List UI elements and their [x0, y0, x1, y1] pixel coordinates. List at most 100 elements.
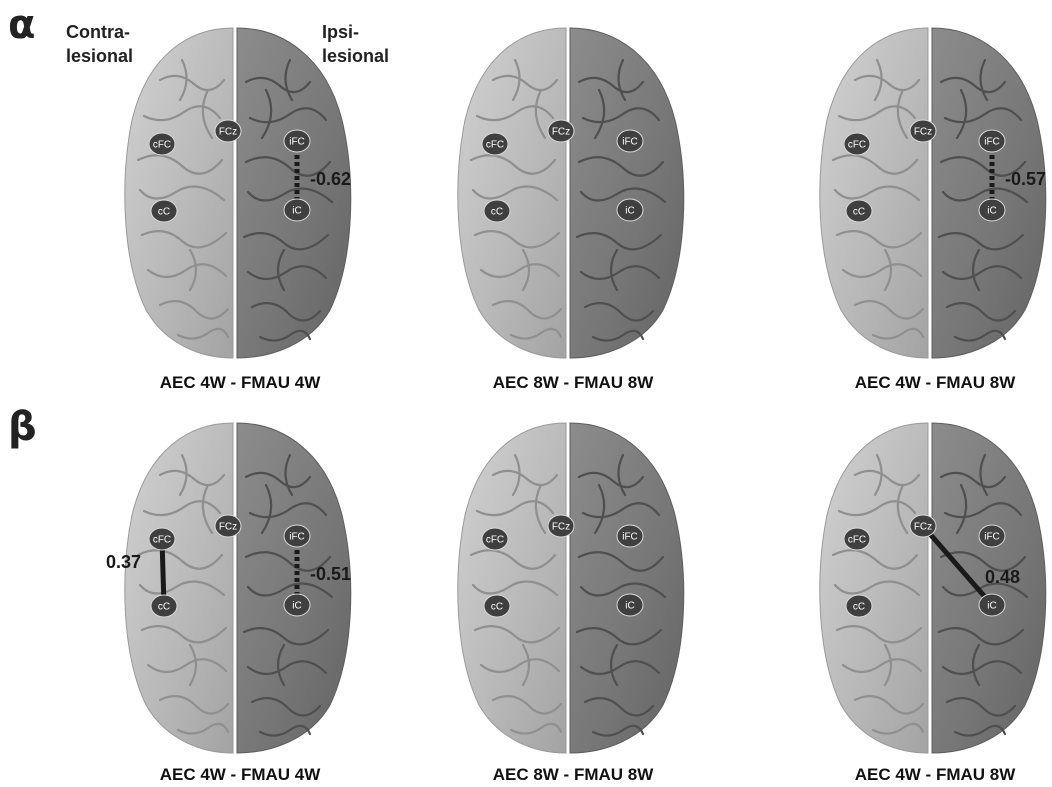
right-hemisphere: [932, 423, 1046, 753]
right-hemisphere: [237, 28, 351, 358]
contralesional-label-line1: Contra-: [66, 22, 130, 42]
contralesional-label-line2: lesional: [66, 46, 133, 66]
electrode-label: cC: [158, 602, 170, 613]
electrode-node-FCz: FCz: [910, 515, 936, 537]
electrode-label: FCz: [914, 522, 932, 533]
right-hemisphere: [570, 28, 684, 358]
electrode-label: FCz: [219, 127, 237, 138]
electrode-node-iC: iC: [284, 199, 310, 221]
electrode-label: cFC: [848, 140, 866, 151]
electrode-label: FCz: [219, 522, 237, 533]
electrode-label: iC: [987, 601, 996, 612]
brain-panel-beta-aec8w-fmau8w: cFC FCz iFC cC iC AEC 8W - FMAU 8W: [458, 423, 684, 784]
electrode-node-cFC: cFC: [149, 528, 175, 550]
brain-panel-alpha-aec4w-fmau8w: -0.57 cFC FCz iFC cC iC AEC 4W - FMAU 8W: [820, 28, 1046, 392]
electrode-label: iFC: [622, 532, 638, 543]
electrode-label: iC: [625, 601, 634, 612]
electrode-label: iFC: [622, 137, 638, 148]
electrode-label: iC: [625, 206, 634, 217]
electrode-label: cFC: [153, 140, 171, 151]
electrode-label: iFC: [289, 137, 305, 148]
electrode-label: FCz: [552, 522, 570, 533]
left-hemisphere: [820, 28, 928, 358]
electrode-node-cFC: cFC: [482, 133, 508, 155]
electrode-label: iC: [292, 601, 301, 612]
electrode-node-cC: cC: [151, 595, 177, 617]
brain-top-view: [820, 423, 1046, 753]
brain-panel-alpha-aec4w-fmau4w: -0.62 cFC FCz iFC cC iC AEC 4W - FMAU 4W: [125, 28, 351, 392]
electrode-label: cFC: [153, 535, 171, 546]
electrode-node-cFC: cFC: [482, 528, 508, 550]
electrode-node-cC: cC: [484, 200, 510, 222]
electrode-node-iC: iC: [617, 199, 643, 221]
left-hemisphere: [458, 423, 566, 753]
edge-weight-label: -0.51: [310, 564, 351, 584]
electrode-node-FCz: FCz: [215, 515, 241, 537]
edge-weight-label: -0.62: [310, 169, 351, 189]
edge-weight-label: -0.57: [1005, 169, 1046, 189]
brain-panel-beta-aec4w-fmau4w: 0.37 -0.51 cFC FCz iFC cC iC AEC 4W - FMAU 4W: [106, 423, 351, 784]
electrode-label: iC: [987, 206, 996, 217]
brain-top-view: [458, 423, 684, 753]
electrode-node-cC: cC: [484, 595, 510, 617]
electrode-node-FCz: FCz: [548, 515, 574, 537]
electrode-node-iFC: iFC: [617, 130, 643, 152]
electrode-label: cC: [853, 602, 865, 613]
right-hemisphere: [932, 28, 1046, 358]
electrode-node-iFC: iFC: [617, 525, 643, 547]
electrode-node-cFC: cFC: [149, 133, 175, 155]
left-hemisphere: [125, 423, 233, 753]
electrode-node-iC: iC: [979, 594, 1005, 616]
panel-caption: AEC 4W - FMAU 4W: [160, 373, 322, 392]
edge-weight-label: 0.37: [106, 552, 141, 572]
right-hemisphere: [237, 423, 351, 753]
electrode-label: cC: [158, 207, 170, 218]
electrode-node-cC: cC: [151, 200, 177, 222]
electrode-node-iFC: iFC: [284, 130, 310, 152]
brain-panel-beta-aec4w-fmau8w: 0.48 cFC FCz iFC cC iC AEC 4W - FMAU 8W: [820, 423, 1046, 784]
electrode-label: iFC: [984, 137, 1000, 148]
electrode-label: iFC: [984, 532, 1000, 543]
electrode-label: iC: [292, 206, 301, 217]
brain-top-view: [125, 28, 351, 358]
ipsilesional-label-line1: Ipsi-: [322, 22, 359, 42]
brain-panel-alpha-aec8w-fmau8w: cFC FCz iFC cC iC AEC 8W - FMAU 8W: [458, 28, 684, 392]
electrode-node-iFC: iFC: [979, 130, 1005, 152]
panel-caption: AEC 4W - FMAU 4W: [160, 765, 322, 784]
panel-caption: AEC 8W - FMAU 8W: [493, 765, 655, 784]
electrode-node-FCz: FCz: [548, 120, 574, 142]
electrode-label: cFC: [486, 140, 504, 151]
brain-top-view: [820, 28, 1046, 358]
electrode-node-iFC: iFC: [284, 525, 310, 547]
electrode-node-cC: cC: [846, 595, 872, 617]
panel-caption: AEC 4W - FMAU 8W: [855, 373, 1017, 392]
brain-top-view: [125, 423, 351, 753]
electrode-label: cC: [491, 207, 503, 218]
beta-band-label: β: [8, 404, 37, 450]
electrode-node-cC: cC: [846, 200, 872, 222]
edge-weight-label: 0.48: [985, 567, 1020, 587]
electrode-node-cFC: cFC: [844, 133, 870, 155]
panel-caption: AEC 4W - FMAU 8W: [855, 765, 1017, 784]
right-hemisphere: [570, 423, 684, 753]
electrode-label: cC: [491, 602, 503, 613]
electrode-node-cFC: cFC: [844, 528, 870, 550]
electrode-label: iFC: [289, 532, 305, 543]
electrode-label: FCz: [552, 127, 570, 138]
panel-caption: AEC 8W - FMAU 8W: [493, 373, 655, 392]
left-hemisphere: [820, 423, 928, 753]
electrode-node-iC: iC: [979, 199, 1005, 221]
electrode-node-FCz: FCz: [215, 120, 241, 142]
electrode-label: cC: [853, 207, 865, 218]
left-hemisphere: [458, 28, 566, 358]
electrode-label: cFC: [848, 535, 866, 546]
electrode-node-iC: iC: [617, 594, 643, 616]
alpha-band-label: α: [8, 2, 35, 48]
left-hemisphere: [125, 28, 233, 358]
brain-top-view: [458, 28, 684, 358]
electrode-node-iC: iC: [284, 594, 310, 616]
electrode-node-iFC: iFC: [979, 525, 1005, 547]
electrode-label: FCz: [914, 127, 932, 138]
electrode-label: cFC: [486, 535, 504, 546]
